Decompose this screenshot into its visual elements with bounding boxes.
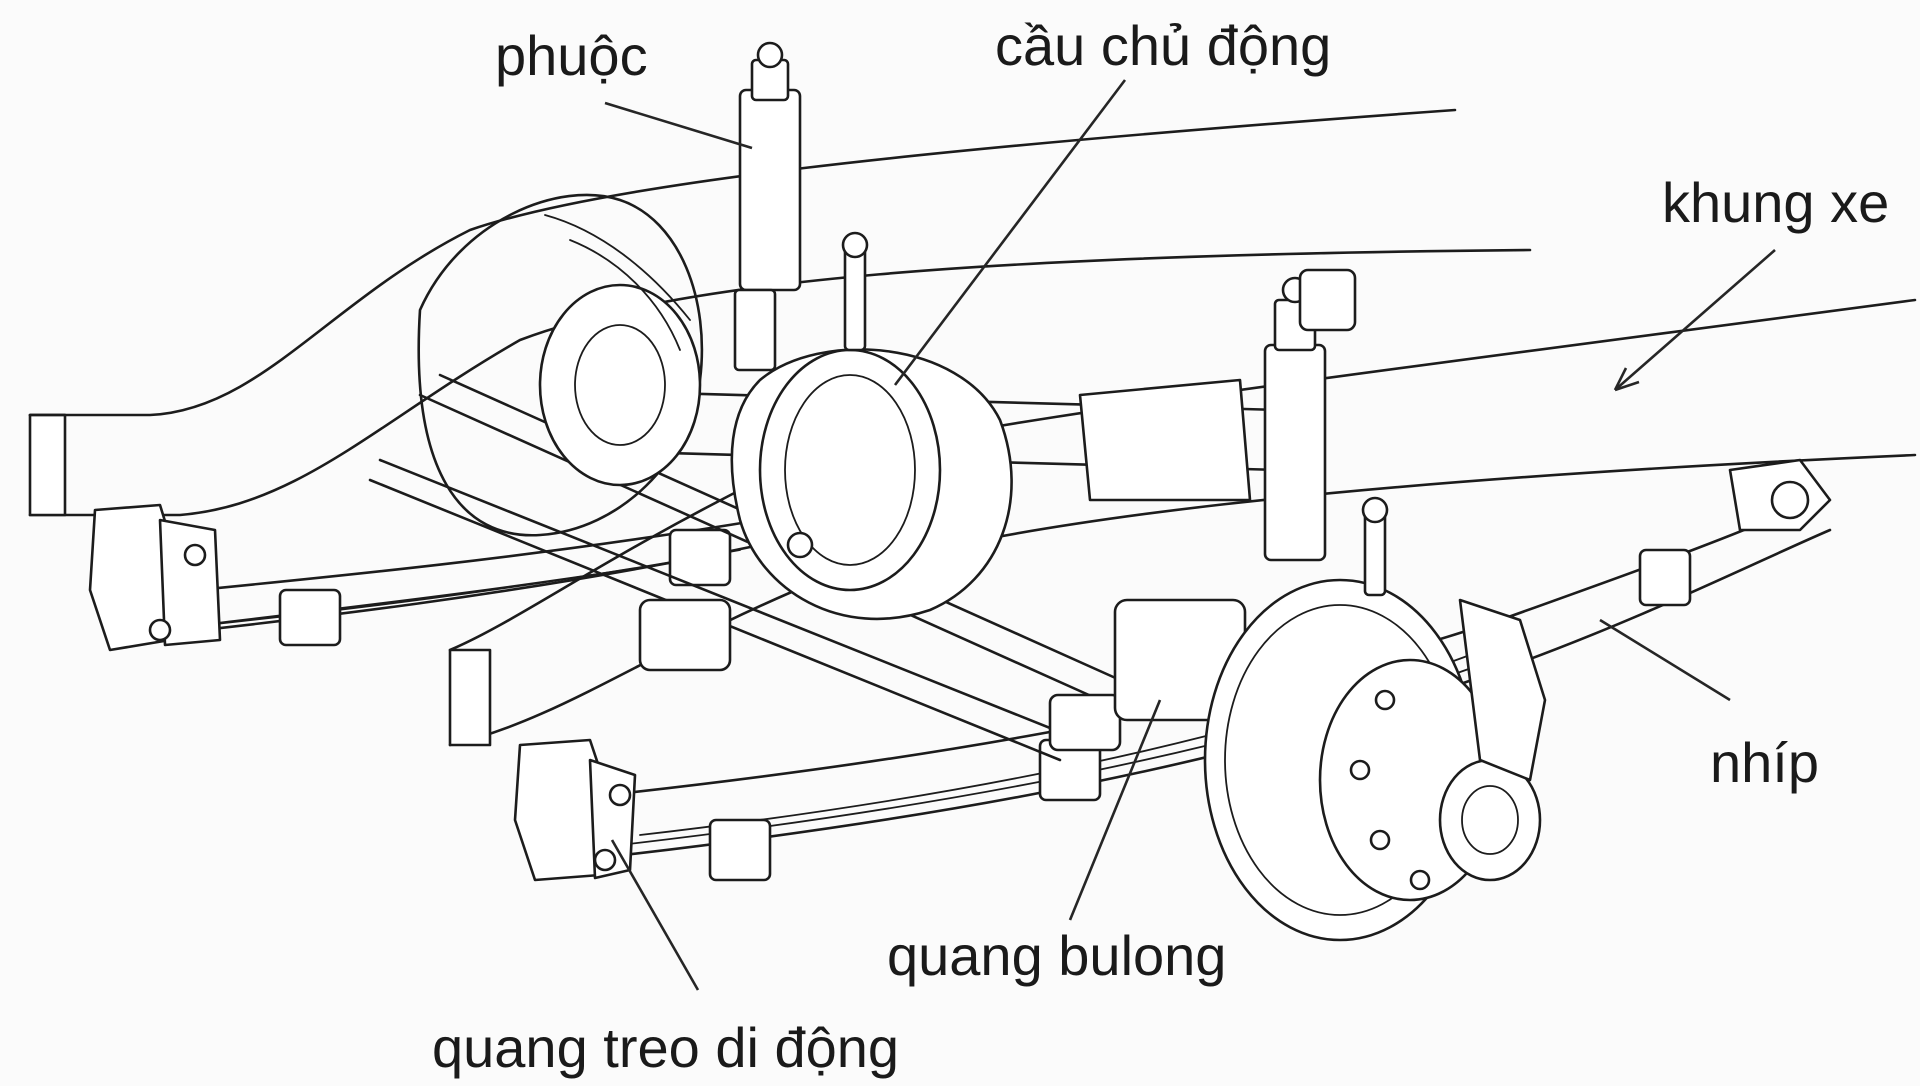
label-drive-axle: cầu chủ động [995, 14, 1332, 77]
shock-absorber-right [1263, 268, 1357, 562]
leader-u-bolt [1068, 699, 1162, 921]
shackle-left [88, 503, 222, 652]
disc-brake-right [1203, 578, 1547, 942]
leaf-spring-left [93, 518, 762, 647]
label-u-bolt: quang bulong [887, 924, 1227, 987]
label-vehicle-frame: khung xe [1662, 171, 1890, 234]
drive-axle [558, 348, 1282, 722]
leader-lines [604, 79, 1776, 991]
shock-absorber-left [733, 41, 802, 372]
leader-vehicle-frame [1614, 249, 1776, 391]
leader-leaf-spring [1599, 618, 1731, 702]
leader-drive-axle [893, 79, 1127, 386]
label-shock-absorber: phuộc [495, 24, 648, 87]
leader-vehicle-frame-arrowhead [1613, 367, 1640, 392]
u-bolt-studs [841, 231, 1389, 597]
leader-shackle [610, 839, 700, 991]
leader-shock-absorber [604, 101, 753, 150]
brake-drum-left [417, 193, 704, 537]
label-leaf-spring: nhíp [1710, 731, 1819, 794]
label-shackle: quang treo di động [432, 1016, 900, 1079]
shackle-right [513, 738, 637, 882]
